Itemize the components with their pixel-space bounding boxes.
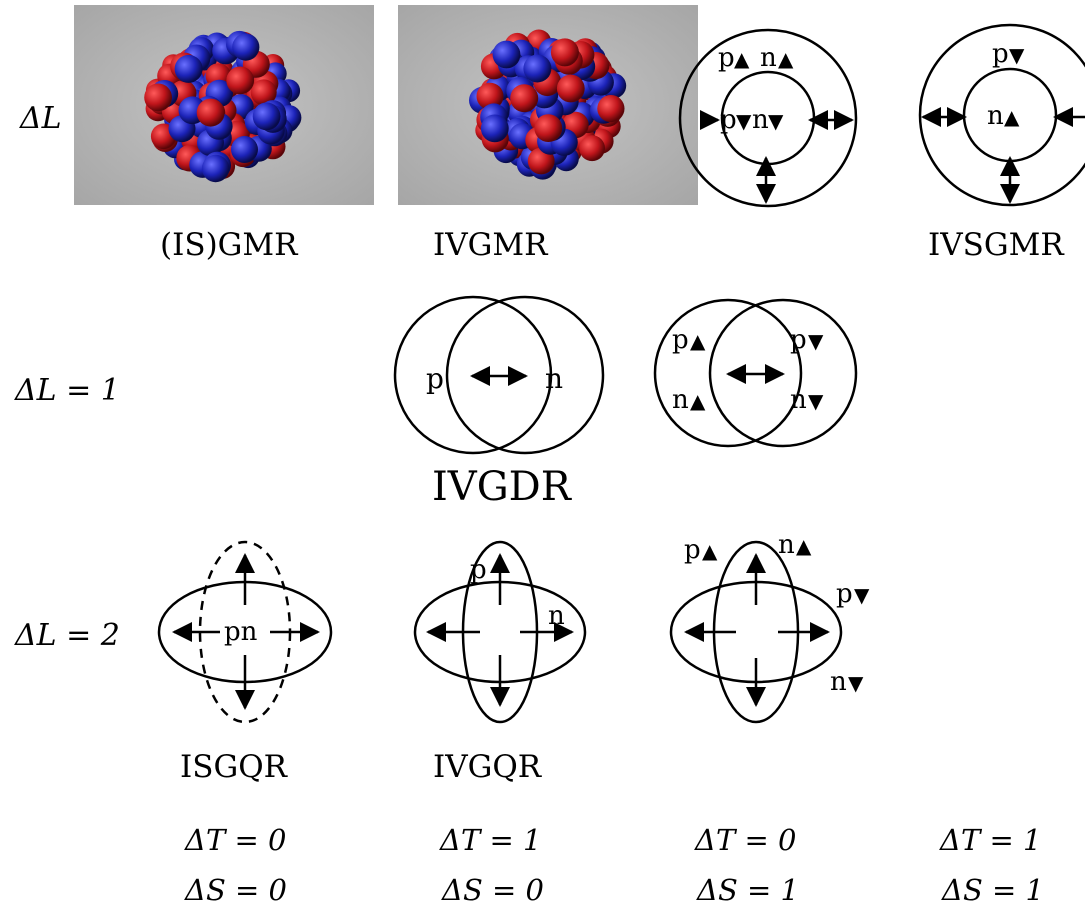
proton-sphere (579, 135, 605, 162)
label-ivgqr: IVGQR (433, 749, 543, 785)
neutron-sphere (231, 136, 258, 163)
ivsgmr-diagram: p ▼ n ▲ (918, 23, 1085, 207)
row-label-dl0: ΔL (19, 101, 62, 136)
ivgqr-diagram: p n (413, 540, 587, 724)
neutron-sphere (201, 154, 230, 183)
proton-sphere (510, 84, 539, 113)
neutron-sphere (523, 54, 552, 83)
spin-down-icon: ▼ (768, 109, 784, 133)
neutron-sphere (174, 54, 203, 83)
spin-up-icon: ▲ (734, 47, 750, 71)
col3-delta-t: ΔT = 0 (694, 823, 796, 857)
label-p: p (426, 362, 444, 395)
label-pn: pn (224, 617, 258, 647)
label-p: p (470, 555, 487, 585)
proton-sphere (597, 95, 625, 123)
row-label-dl2: ΔL = 2 (14, 618, 120, 653)
label-n: n (548, 601, 565, 631)
label-n: n (545, 362, 563, 395)
isgqr-diagram: pn (157, 540, 333, 724)
label-n: n (987, 101, 1004, 131)
neutron-sphere (232, 33, 260, 61)
nucleus-image-gmr (74, 5, 374, 205)
ivgdr-diagram-nonspin: p n (393, 295, 605, 455)
neutron-sphere (492, 40, 521, 69)
label-n: n (752, 105, 769, 135)
label-n: n (790, 385, 807, 415)
spin-monopole-diagram: p ▲ n ▲ p ▼ n ▼ (678, 28, 858, 208)
spin-up-icon: ▲ (702, 539, 718, 563)
label-n: n (830, 667, 847, 697)
label-p: p (672, 325, 689, 355)
spin-up-icon: ▲ (796, 534, 812, 558)
label-ivgmr: IVGMR (433, 227, 549, 263)
spin-down-icon: ▼ (848, 671, 864, 695)
proton-sphere (196, 98, 225, 127)
label-p: p (992, 39, 1009, 69)
spin-down-icon: ▼ (1009, 43, 1025, 67)
label-p: p (684, 535, 701, 565)
proton-sphere (550, 38, 579, 67)
spin-down-icon: ▼ (854, 583, 870, 607)
label-p: p (836, 579, 853, 609)
spin-up-icon: ▲ (690, 389, 706, 413)
label-p: p (718, 43, 735, 73)
ivgdr-diagram-spin: p ▲ n ▲ p ▼ n ▼ (653, 298, 858, 448)
col3-delta-s: ΔS = 1 (696, 873, 799, 905)
neutron-sphere (252, 102, 281, 131)
label-isgqr: ISGQR (180, 749, 289, 785)
proton-sphere (476, 82, 504, 110)
neutron-sphere (480, 114, 509, 143)
label-ivsgmr: IVSGMR (928, 227, 1065, 263)
spin-down-icon: ▼ (736, 109, 752, 133)
proton-sphere (534, 114, 563, 142)
nucleus-image-ivgmr (398, 5, 698, 205)
proton-sphere (226, 66, 255, 95)
spin-up-icon: ▲ (1004, 105, 1020, 129)
spin-up-icon: ▲ (690, 329, 706, 353)
col4-delta-t: ΔT = 1 (939, 823, 1041, 857)
label-p: p (720, 105, 737, 135)
row-label-dl1: ΔL = 1 (14, 373, 120, 408)
label-ivgdr: IVGDR (432, 464, 573, 510)
spin-down-icon: ▼ (808, 329, 824, 353)
proton-sphere (144, 83, 173, 112)
col2-delta-s: ΔS = 0 (441, 873, 544, 905)
col4-delta-s: ΔS = 1 (941, 873, 1044, 905)
col1-delta-t: ΔT = 0 (184, 823, 286, 857)
label-n: n (672, 385, 689, 415)
label-n: n (760, 43, 777, 73)
proton-sphere (556, 74, 585, 103)
col2-delta-t: ΔT = 1 (439, 823, 541, 857)
spin-up-icon: ▲ (778, 47, 794, 71)
spin-quadrupole-diagram: p ▲ n ▲ p ▼ n ▼ (669, 530, 870, 724)
label-n: n (778, 530, 795, 560)
label-p: p (790, 325, 807, 355)
col1-delta-s: ΔS = 0 (184, 873, 287, 905)
proton-sphere (250, 79, 277, 106)
spin-down-icon: ▼ (808, 389, 824, 413)
label-isgmr: (IS)GMR (160, 227, 299, 263)
